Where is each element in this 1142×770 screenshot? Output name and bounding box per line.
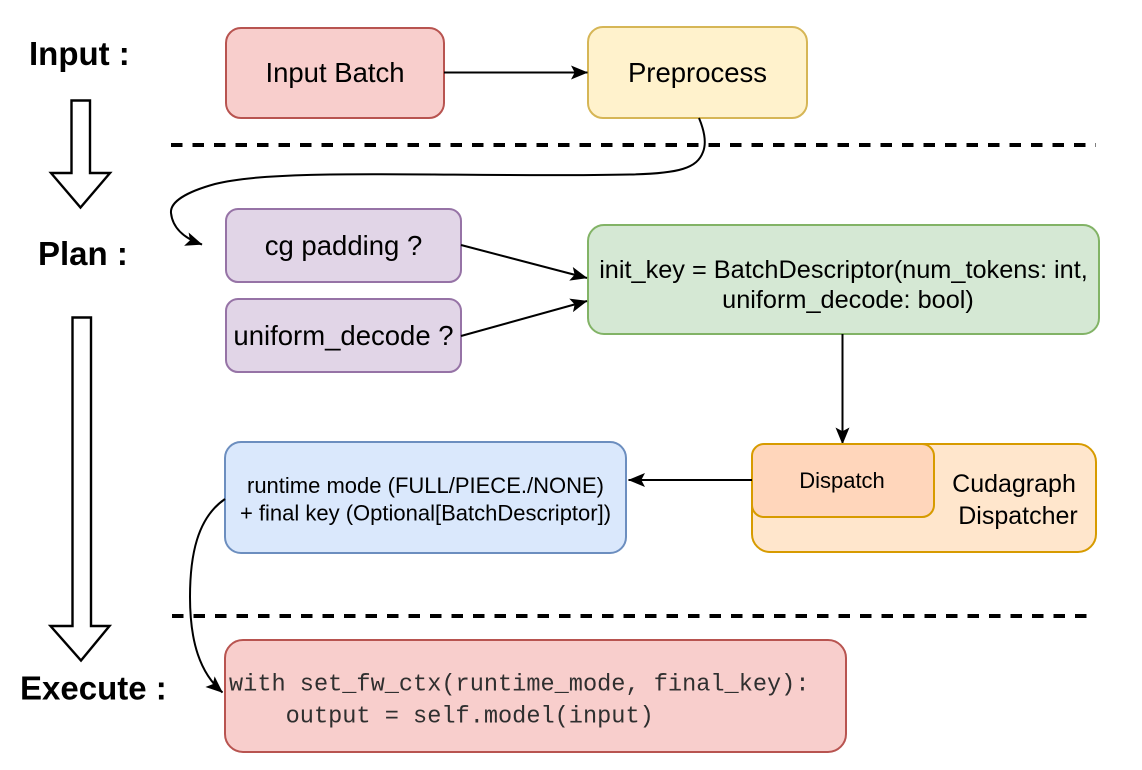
svg-text:Cudagraph: Cudagraph: [952, 470, 1076, 498]
svg-text:Preprocess: Preprocess: [628, 57, 767, 88]
svg-text:init_key = BatchDescriptor(num: init_key = BatchDescriptor(num_tokens: i…: [599, 256, 1088, 284]
svg-text:Execute :: Execute :: [20, 670, 167, 707]
svg-text:+ final key (Optional[BatchDes: + final key (Optional[BatchDescriptor]): [240, 501, 611, 526]
svg-text:output = self.model(input): output = self.model(input): [229, 704, 654, 731]
svg-text:Input :: Input :: [29, 35, 130, 72]
svg-text:Dispatch: Dispatch: [799, 468, 885, 493]
svg-text:Input Batch: Input Batch: [265, 57, 404, 88]
svg-text:with set_fw_ctx(runtime_mode,: with set_fw_ctx(runtime_mode, final_key)…: [229, 672, 810, 699]
svg-text:Dispatcher: Dispatcher: [958, 502, 1078, 530]
svg-text:uniform_decode: bool): uniform_decode: bool): [722, 286, 974, 314]
svg-text:runtime mode (FULL/PIECE./NONE: runtime mode (FULL/PIECE./NONE): [247, 473, 604, 498]
svg-text:Plan :: Plan :: [38, 235, 128, 272]
svg-text:cg padding ?: cg padding ?: [265, 230, 423, 261]
svg-text:uniform_decode ?: uniform_decode ?: [233, 320, 453, 351]
